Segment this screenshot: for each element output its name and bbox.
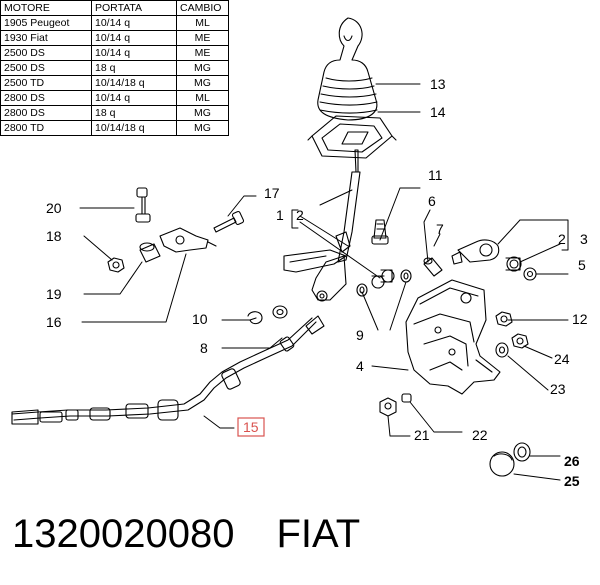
callout-19: 19 [46, 286, 62, 302]
bushing-2 [371, 269, 395, 289]
callout-24: 24 [554, 351, 570, 367]
callout-2b: 2 [558, 231, 566, 247]
cell-portata: 18 q [91, 60, 177, 76]
cell-portata: 10/14 q [91, 30, 177, 46]
table-row: 2500 DS 18 q MG [0, 60, 229, 76]
callout-3: 3 [580, 231, 588, 247]
callout-1: 1 [276, 207, 284, 223]
cell-cambio: MG [176, 105, 229, 121]
callout-2a: 2 [296, 207, 304, 223]
callout-8: 8 [200, 340, 208, 356]
table-row: 2800 DS 10/14 q ML [0, 90, 229, 106]
callout-12: 12 [572, 311, 588, 327]
table-row: 1905 Peugeot 10/14 q ML [0, 15, 229, 31]
header-cambio: CAMBIO [176, 0, 229, 16]
callout-11: 11 [428, 167, 443, 183]
cell-cambio: MG [176, 60, 229, 76]
callout-16: 16 [46, 314, 62, 330]
spring-clip-10 [247, 311, 263, 325]
linkage-joint-3 [451, 239, 522, 272]
header-portata: PORTATA [91, 0, 177, 16]
nut-12 [495, 311, 513, 327]
washer-23 [495, 342, 509, 358]
cell-motore: 2500 DS [0, 45, 92, 61]
washer-8 [272, 305, 288, 319]
cell-motore: 2500 TD [0, 75, 92, 91]
nut-18 [107, 257, 125, 273]
callout-10: 10 [192, 311, 208, 327]
cell-portata: 10/14 q [91, 45, 177, 61]
pin-6 [423, 257, 443, 277]
nut-21 [379, 397, 397, 417]
lever-clamp-16 [159, 227, 217, 253]
callout-26: 26 [564, 453, 580, 469]
callout-22: 22 [472, 427, 488, 443]
callout-21: 21 [414, 427, 430, 443]
cell-cambio: ML [176, 90, 229, 106]
lever-support-bracket [405, 279, 501, 395]
callout-4: 4 [356, 358, 364, 374]
bolt-17 [213, 210, 245, 233]
table-row: 2800 DS 18 q MG [0, 105, 229, 121]
rubber-cap-25 [489, 451, 515, 477]
callout-20: 20 [46, 200, 62, 216]
callout-18: 18 [46, 228, 62, 244]
bush-19 [139, 242, 161, 263]
cell-cambio: ME [176, 30, 229, 46]
part-number: 1320020080 [12, 512, 235, 556]
nut-24 [511, 333, 529, 349]
cell-portata: 18 q [91, 105, 177, 121]
callout-15: 15 [243, 419, 259, 435]
callout-14: 14 [430, 104, 446, 120]
cell-motore: 2800 TD [0, 120, 92, 136]
callout-7: 7 [436, 221, 444, 237]
callout-9: 9 [356, 327, 364, 343]
engine-gearbox-table: MOTORE PORTATA CAMBIO 1905 Peugeot 10/14… [0, 0, 229, 136]
washer-5 [523, 267, 537, 281]
cell-cambio: ME [176, 45, 229, 61]
cell-motore: 2800 DS [0, 90, 92, 106]
cell-portata: 10/14/18 q [91, 75, 177, 91]
cell-cambio: MG [176, 120, 229, 136]
cell-motore: 2500 DS [0, 60, 92, 76]
table-row: 2500 TD 10/14/18 q MG [0, 75, 229, 91]
cell-cambio: ML [176, 15, 229, 31]
bushing-22 [401, 393, 412, 403]
screw-11 [371, 219, 389, 245]
table-row: 1930 Fiat 10/14 q ME [0, 30, 229, 46]
callout-6: 6 [428, 193, 436, 209]
cell-motore: 2800 DS [0, 105, 92, 121]
cell-portata: 10/14 q [91, 15, 177, 31]
callout-23: 23 [550, 381, 566, 397]
part-number-footer: 1320020080 FIAT [12, 510, 360, 558]
cell-motore: 1905 Peugeot [0, 15, 92, 31]
gear-control-cable [11, 315, 325, 425]
table-header-row: MOTORE PORTATA CAMBIO [0, 0, 229, 16]
header-motore: MOTORE [0, 0, 92, 16]
gear-lever-assembly [283, 149, 361, 302]
cell-portata: 10/14/18 q [91, 120, 177, 136]
cell-cambio: MG [176, 75, 229, 91]
brand-name: FIAT [276, 512, 361, 556]
table-row: 2500 DS 10/14 q ME [0, 45, 229, 61]
callout-17: 17 [264, 185, 280, 201]
pin-20 [135, 187, 151, 223]
gaiter-frame-plate [307, 115, 397, 159]
callout-25: 25 [564, 473, 580, 489]
rubber-cap-26 [513, 442, 531, 462]
callout-5: 5 [578, 257, 586, 273]
callout-15-highlight [237, 417, 265, 437]
callout-13: 13 [430, 76, 446, 92]
table-row: 2800 TD 10/14/18 q MG [0, 120, 229, 136]
leader-lines [79, 83, 569, 481]
cell-motore: 1930 Fiat [0, 30, 92, 46]
gear-knob-gaiter [317, 17, 378, 121]
cell-portata: 10/14 q [91, 90, 177, 106]
